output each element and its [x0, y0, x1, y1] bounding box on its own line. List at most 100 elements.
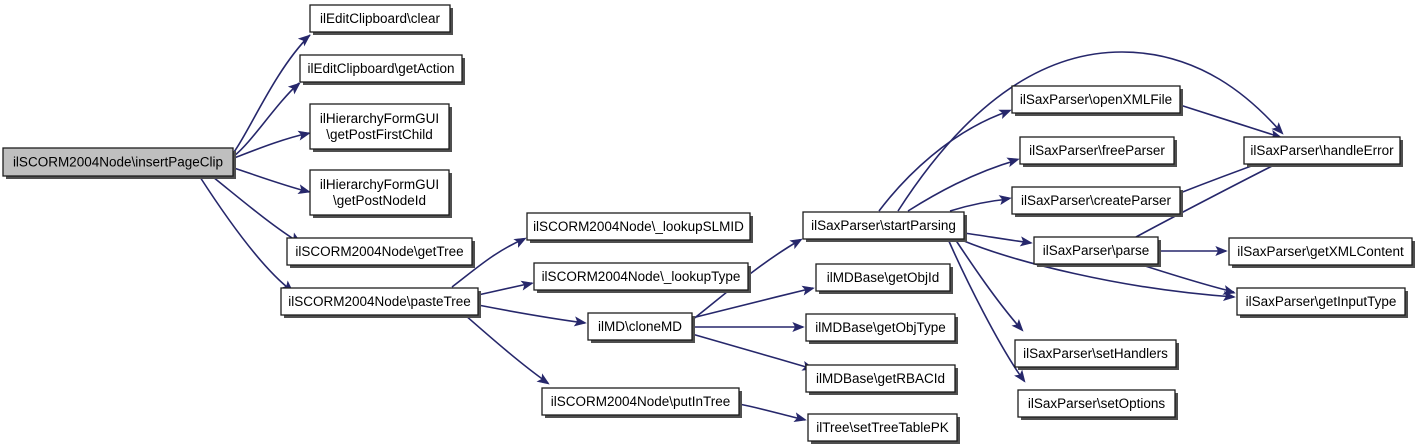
node-lookupType[interactable]: ilSCORM2004Node\_lookupType — [533, 262, 751, 293]
node-box[interactable] — [807, 413, 958, 442]
node-label: ilSaxParser\createParser — [1021, 193, 1172, 208]
arrow-head-icon — [801, 285, 815, 296]
node-setTreeTablePK[interactable]: ilTree\setTreeTablePK — [807, 413, 960, 444]
node-box[interactable] — [526, 212, 751, 241]
arrow-head-icon — [792, 322, 805, 332]
arrow-head-icon — [1011, 318, 1024, 332]
node-box[interactable] — [541, 387, 740, 416]
node-label: \getPostNodeId — [333, 193, 426, 208]
node-setOptions[interactable]: ilSaxParser\setOptions — [1017, 389, 1178, 420]
node-getObjId[interactable]: ilMDBase\getObjId — [815, 263, 953, 294]
node-box[interactable] — [1228, 237, 1413, 266]
edge-putInTree-to-setTreeTablePK — [738, 403, 807, 423]
node-box[interactable] — [587, 312, 693, 341]
arrow-head-icon — [1271, 122, 1284, 135]
edge-startParsing-to-handleError — [897, 51, 1284, 212]
node-box[interactable] — [805, 364, 956, 393]
node-box[interactable] — [1033, 236, 1159, 265]
node-openXMLFile[interactable]: ilSaxParser\openXMLFile — [1011, 85, 1183, 116]
edge-insertPageClip-to-getAction — [233, 82, 301, 157]
node-label: ilSaxParser\getXMLContent — [1237, 244, 1404, 259]
node-box[interactable] — [1017, 389, 1176, 418]
node-box[interactable] — [1019, 136, 1175, 165]
node-box[interactable] — [1236, 287, 1406, 316]
arrow-head-icon — [513, 237, 527, 248]
node-getRBACId[interactable]: ilMDBase\getRBACId — [805, 364, 958, 395]
edge-cloneMD-to-getObjType — [692, 322, 805, 332]
edge-pasteTree-to-lookupType — [477, 280, 534, 296]
node-freeParser[interactable]: ilSaxParser\freeParser — [1019, 136, 1177, 167]
node-pasteTree[interactable]: ilSCORM2004Node\pasteTree — [280, 287, 481, 318]
node-box[interactable] — [2, 147, 234, 177]
node-label: ilMDBase\getObjId — [827, 270, 940, 285]
node-box[interactable] — [309, 4, 451, 33]
node-insertPageClip[interactable]: ilSCORM2004Node\insertPageClip — [2, 147, 236, 179]
node-box[interactable] — [533, 262, 749, 291]
edge-pasteTree-to-putInTree — [464, 314, 550, 385]
node-label: ilHierarchyFormGUI — [320, 177, 439, 192]
node-label: ilMDBase\getObjType — [815, 320, 946, 335]
node-label: ilSaxParser\handleError — [1250, 143, 1394, 158]
node-box[interactable] — [1011, 85, 1181, 114]
node-label: ilSaxParser\openXMLFile — [1020, 92, 1172, 107]
node-box[interactable] — [805, 313, 956, 342]
node-box[interactable] — [802, 211, 965, 240]
node-getAction[interactable]: ilEditClipboard\getAction — [299, 54, 465, 85]
node-label: ilSCORM2004Node\putInTree — [551, 394, 731, 409]
arrow-head-icon — [1222, 285, 1236, 295]
arrow-head-icon — [1014, 369, 1026, 383]
node-getPostFirstChild[interactable]: ilHierarchyFormGUI\getPostFirstChild — [309, 103, 452, 152]
node-getPostNodeId[interactable]: ilHierarchyFormGUI\getPostNodeId — [309, 169, 452, 218]
node-startParsing[interactable]: ilSaxParser\startParsing — [802, 211, 967, 242]
edge-insertPageClip-to-pasteTree — [199, 176, 294, 293]
node-getTree[interactable]: ilSCORM2004Node\getTree — [286, 237, 475, 268]
arrow-head-icon — [1019, 236, 1033, 247]
edge-startParsing-to-freeParser — [907, 157, 1020, 212]
node-putInTree[interactable]: ilSCORM2004Node\putInTree — [541, 387, 742, 418]
node-box[interactable] — [299, 54, 463, 83]
node-box[interactable] — [1011, 186, 1181, 215]
arrow-head-icon — [536, 373, 550, 385]
node-getObjType[interactable]: ilMDBase\getObjType — [805, 313, 958, 344]
node-getInputType[interactable]: ilSaxParser\getInputType — [1236, 287, 1408, 318]
node-label: ilSCORM2004Node\insertPageClip — [13, 155, 223, 170]
node-parse[interactable]: ilSaxParser\parse — [1033, 236, 1161, 267]
node-label: ilSaxParser\setOptions — [1028, 396, 1166, 411]
node-box[interactable] — [280, 287, 479, 316]
edge-cloneMD-to-getObjId — [691, 285, 815, 319]
edge-insertPageClip-to-clear — [233, 34, 311, 153]
arrow-head-icon — [297, 130, 311, 141]
arrow-head-icon — [998, 195, 1012, 205]
node-label: ilSCORM2004Node\_lookupSLMID — [533, 219, 744, 234]
arrow-head-icon — [297, 184, 311, 195]
arrow-head-icon — [287, 82, 301, 95]
arrow-head-icon — [793, 412, 807, 423]
node-box[interactable] — [1243, 136, 1401, 165]
node-handleError[interactable]: ilSaxParser\handleError — [1243, 136, 1403, 167]
edge-startParsing-to-setHandlers — [954, 238, 1024, 332]
node-getXMLContent[interactable]: ilSaxParser\getXMLContent — [1228, 237, 1415, 268]
node-label: ilSCORM2004Node\getTree — [295, 244, 463, 259]
edge-startParsing-to-createParser — [949, 195, 1012, 212]
node-label: ilSaxParser\getInputType — [1246, 294, 1397, 309]
node-box[interactable] — [286, 237, 473, 266]
node-setHandlers[interactable]: ilSaxParser\setHandlers — [1014, 339, 1179, 370]
node-lookupSLMID[interactable]: ilSCORM2004Node\_lookupSLMID — [526, 212, 753, 243]
node-label: ilSCORM2004Node\pasteTree — [288, 294, 471, 309]
node-label: \getPostFirstChild — [326, 127, 433, 142]
node-label: ilMDBase\getRBACId — [816, 371, 945, 386]
arrow-head-icon — [297, 34, 311, 47]
node-box[interactable] — [815, 263, 951, 292]
node-box[interactable] — [309, 103, 450, 150]
arrow-head-icon — [789, 238, 803, 250]
node-label: ilSaxParser\freeParser — [1029, 143, 1165, 158]
node-createParser[interactable]: ilSaxParser\createParser — [1011, 186, 1183, 217]
edge-insertPageClip-to-getTree — [212, 176, 302, 244]
node-clear[interactable]: ilEditClipboard\clear — [309, 4, 453, 35]
edge-parse-to-getXMLContent — [1158, 246, 1228, 256]
node-box[interactable] — [309, 169, 450, 216]
node-cloneMD[interactable]: ilMD\cloneMD — [587, 312, 695, 343]
arrow-head-icon — [573, 316, 587, 327]
node-box[interactable] — [1014, 339, 1177, 368]
node-label: ilSCORM2004Node\_lookupType — [542, 269, 741, 284]
